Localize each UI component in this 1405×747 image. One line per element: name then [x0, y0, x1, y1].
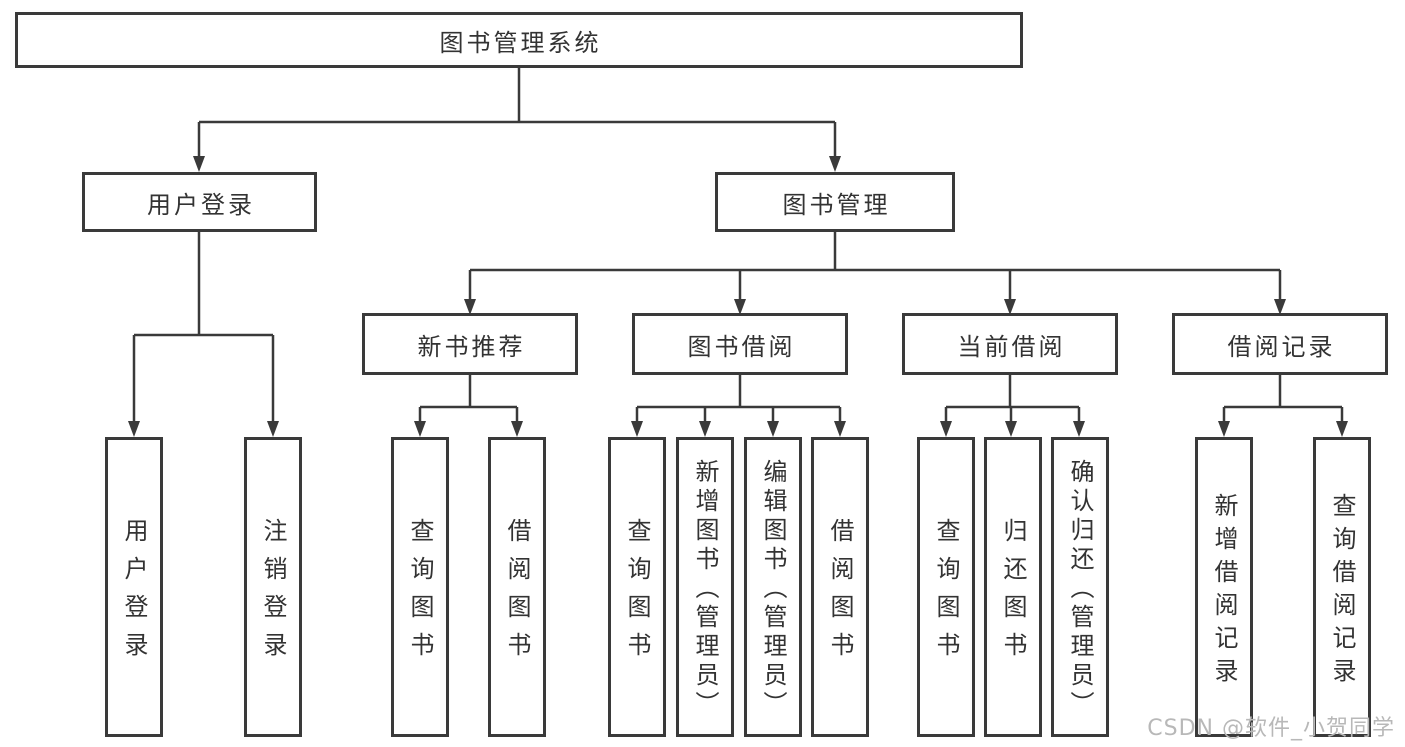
- leaf-query-books-recommend: 查询图书: [391, 437, 449, 737]
- node-label: 借阅记录: [1227, 332, 1336, 361]
- node-label: 用户登录: [147, 190, 255, 219]
- node-label: 归还图书: [999, 518, 1027, 670]
- node-label: 当前借阅: [957, 332, 1066, 361]
- arrowhead: [699, 421, 711, 437]
- leaf-add-book-admin: 新增图书（管理员）: [676, 437, 734, 737]
- leaf-query-borrow-record: 查询借阅记录: [1313, 437, 1371, 737]
- leaf-logout: 注销登录: [244, 437, 302, 737]
- wire: [418, 375, 519, 422]
- node-label: 图书管理: [782, 190, 891, 219]
- arrowhead: [940, 421, 952, 437]
- node-book-borrow: 图书借阅: [632, 313, 848, 375]
- arrowhead: [128, 421, 140, 437]
- arrowhead: [1004, 299, 1016, 315]
- arrowhead: [1218, 421, 1230, 437]
- node-label: 借阅图书: [503, 518, 531, 670]
- node-label: 注销登录: [259, 518, 287, 670]
- arrowhead: [1005, 421, 1017, 437]
- node-label: 图书管理系统: [439, 28, 602, 57]
- node-label: 新增借阅记录: [1210, 492, 1238, 691]
- node-label: 查询图书: [932, 518, 960, 670]
- node-borrow-records: 借阅记录: [1172, 313, 1388, 375]
- connector-current-borrow-children: [940, 375, 1085, 437]
- connector-borrow-records-children: [1218, 375, 1348, 437]
- arrowhead: [267, 421, 279, 437]
- leaf-query-books-borrow: 查询图书: [608, 437, 666, 737]
- arrowhead: [193, 156, 205, 172]
- node-label: 借阅图书: [826, 518, 854, 670]
- watermark: CSDN @软件_小贺同学: [1147, 716, 1395, 741]
- connector-new-book-recommend-children: [414, 375, 523, 437]
- wire: [944, 375, 1081, 422]
- node-book-management: 图书管理: [715, 172, 955, 232]
- leaf-return-book: 归还图书: [984, 437, 1042, 737]
- node-label: 确认归还（管理员）: [1066, 459, 1094, 720]
- arrowhead: [834, 421, 846, 437]
- wire: [468, 232, 1282, 300]
- connector-root-to-level1: [193, 68, 841, 172]
- node-label: 用户登录: [120, 518, 148, 670]
- node-current-borrow: 当前借阅: [902, 313, 1118, 375]
- wire: [132, 232, 275, 422]
- wire: [635, 375, 842, 422]
- node-label: 查询图书: [623, 518, 651, 670]
- node-label: 查询借阅记录: [1328, 492, 1356, 691]
- node-label: 查询图书: [406, 518, 434, 670]
- connector-user-login-children: [128, 232, 279, 437]
- node-label: 新增图书（管理员）: [691, 459, 719, 720]
- leaf-add-borrow-record: 新增借阅记录: [1195, 437, 1253, 737]
- arrowhead: [1336, 421, 1348, 437]
- wire: [1222, 375, 1344, 422]
- leaf-edit-book-admin: 编辑图书（管理员）: [744, 437, 802, 737]
- arrowhead: [1073, 421, 1085, 437]
- connector-book-borrow-children: [631, 375, 846, 437]
- arrowhead: [511, 421, 523, 437]
- node-library-system: 图书管理系统: [15, 12, 1023, 68]
- node-label: 图书借阅: [687, 332, 796, 361]
- node-label: 新书推荐: [417, 332, 526, 361]
- arrowhead: [767, 421, 779, 437]
- leaf-borrow-books-recommend: 借阅图书: [488, 437, 546, 737]
- arrowhead: [414, 421, 426, 437]
- arrowhead: [464, 299, 476, 315]
- node-user-login: 用户登录: [82, 172, 317, 232]
- leaf-confirm-return-admin: 确认归还（管理员）: [1051, 437, 1109, 737]
- leaf-borrow-books-borrow: 借阅图书: [811, 437, 869, 737]
- arrowhead: [631, 421, 643, 437]
- leaf-user-login: 用户登录: [105, 437, 163, 737]
- arrowhead: [734, 299, 746, 315]
- connector-book-management-children: [464, 232, 1286, 315]
- wire: [197, 68, 837, 157]
- arrowhead: [1274, 299, 1286, 315]
- node-label: 编辑图书（管理员）: [759, 459, 787, 720]
- node-new-book-recommend: 新书推荐: [362, 313, 578, 375]
- arrowhead: [829, 156, 841, 172]
- leaf-query-books-current: 查询图书: [917, 437, 975, 737]
